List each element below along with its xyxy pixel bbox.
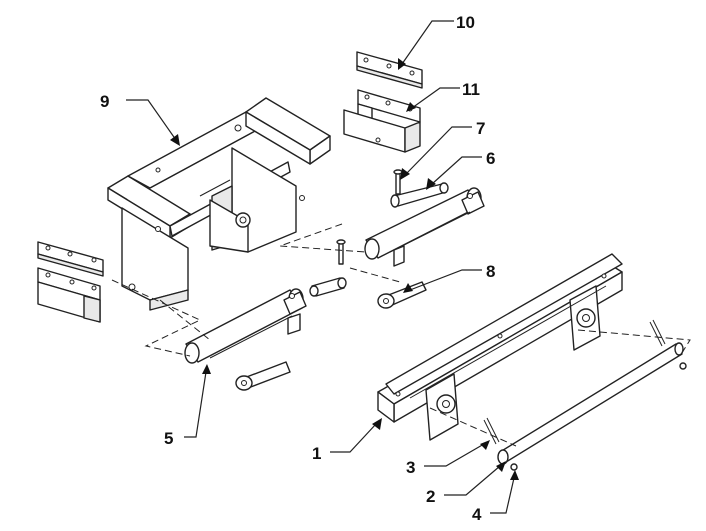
- part-3-cotter-pin: [483, 417, 500, 445]
- part-11-angle-bracket: [343, 89, 421, 153]
- part-4-clip: [510, 463, 518, 471]
- callout-5: 5: [164, 429, 173, 448]
- lower-bolt: [336, 239, 346, 265]
- lower-pin: [309, 277, 347, 297]
- callout-11: 11: [462, 80, 480, 99]
- part-8-clevis-pin: [377, 281, 427, 309]
- upper-cylinder: [364, 187, 485, 267]
- callout-3: 3: [406, 458, 415, 477]
- part-5-cylinder: [184, 288, 307, 364]
- left-flat-plate: [37, 241, 104, 277]
- callout-6: 6: [486, 149, 495, 168]
- callout-7: 7: [476, 119, 485, 138]
- callout-10: 10: [456, 13, 475, 32]
- part-9-mounting-frame: [107, 97, 331, 311]
- left-angle-bracket: [37, 267, 101, 323]
- callout-4: 4: [472, 505, 482, 524]
- lower-clevis-pin: [235, 361, 291, 391]
- assembly-dashed-lines: [111, 223, 691, 447]
- callout-2: 2: [426, 487, 435, 506]
- callout-9: 9: [100, 92, 109, 111]
- callout-1: 1: [312, 444, 321, 463]
- part-10-flat-plate: [356, 51, 423, 89]
- part-2-rod: [497, 342, 684, 465]
- part-1-mounting-rail: [377, 253, 623, 441]
- callout-8: 8: [486, 262, 495, 281]
- part-6-pin: [390, 182, 449, 208]
- rod-far-end-pin: [649, 319, 687, 370]
- callout-labels: 9 10 11 7 6 8 5 1 3 2 4: [100, 13, 495, 524]
- part-7-bolt: [393, 169, 403, 195]
- leader-lines: [126, 20, 519, 514]
